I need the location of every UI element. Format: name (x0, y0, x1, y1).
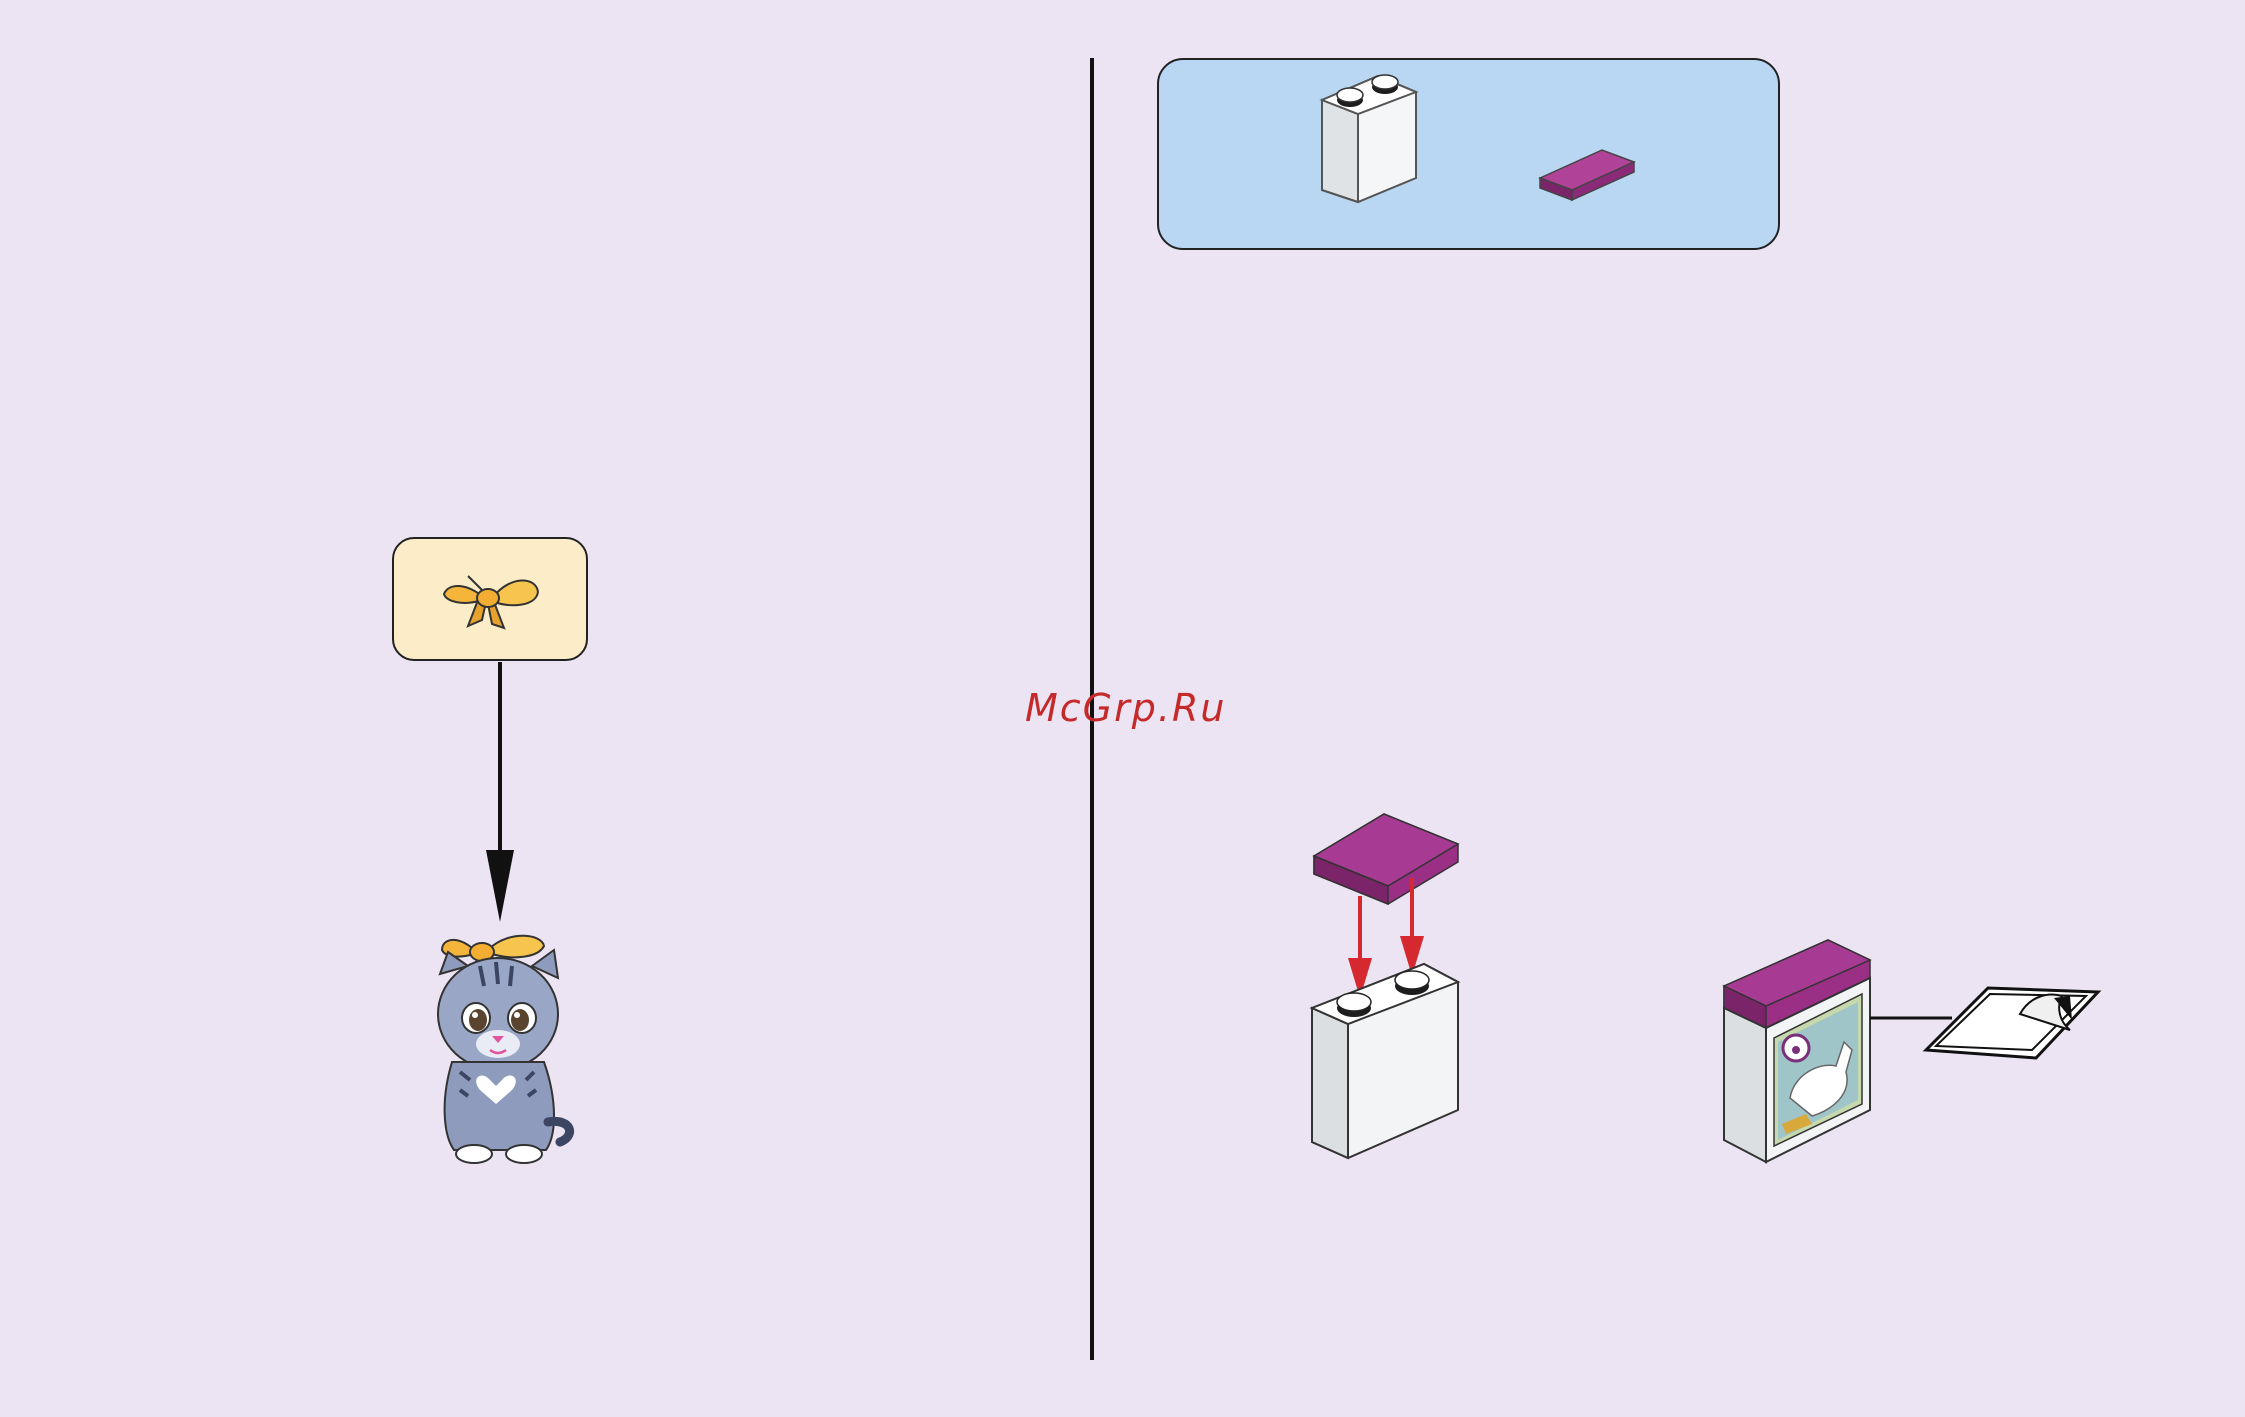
watermark-text: McGrp.Ru (1025, 686, 1226, 730)
assembly-step-tile-onto-brick (1308, 812, 1464, 1164)
kitten-figure-icon (430, 922, 578, 1164)
bow-icon (438, 562, 542, 634)
down-arrow-icon (480, 660, 520, 925)
finished-element-with-sticker (1720, 934, 2110, 1166)
parts-callout (1157, 58, 1780, 250)
brick-1x2x2-white-icon (1318, 70, 1420, 205)
tile-1x2-magenta-icon (1538, 146, 1636, 210)
